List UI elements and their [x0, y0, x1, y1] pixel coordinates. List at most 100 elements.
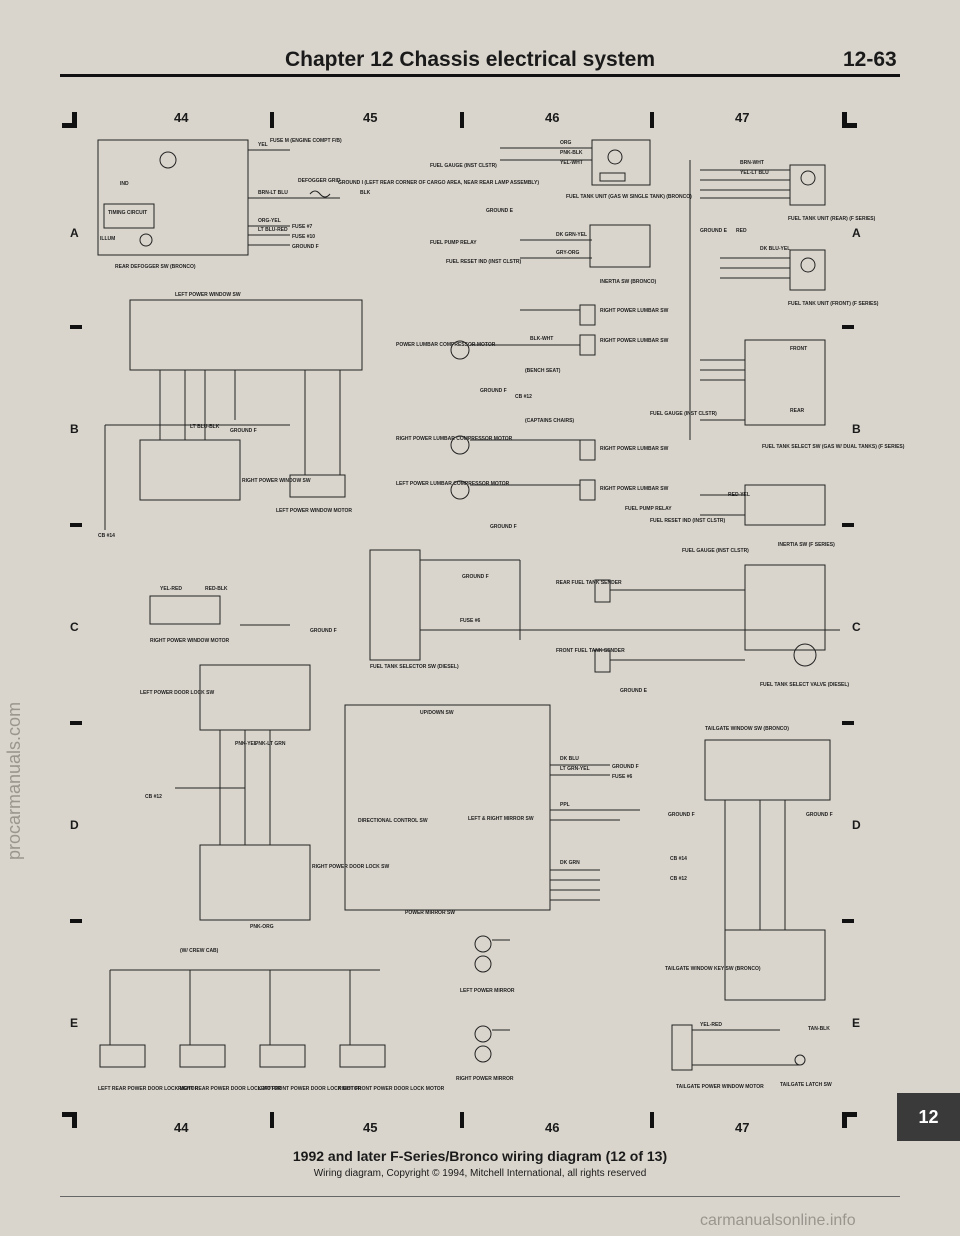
label-left-front-lock-motor: LEFT FRONT POWER DOOR LOCK MOTOR: [258, 1086, 362, 1092]
row-a-right: A: [852, 226, 861, 240]
label-fuse-m: FUSE M (ENGINE COMPT F/B): [270, 138, 342, 144]
row-d-left: D: [70, 818, 79, 832]
label-fuse-7: FUSE #7: [292, 224, 313, 230]
wire-label: RED: [736, 228, 747, 234]
label-fuel-reset-ind-47: FUEL RESET IND (INST CLSTR): [650, 518, 726, 524]
label-up-down-sw: UP/DOWN SW: [420, 710, 454, 716]
label-fuel-tank-unit-rear: FUEL TANK UNIT (REAR) (F SERIES): [788, 216, 876, 222]
label-ind: IND: [120, 181, 129, 187]
label-ground-f-d47b: GROUND F: [806, 812, 833, 818]
label-left-rear-lock-motor: LEFT REAR POWER DOOR LOCK MOTOR: [98, 1086, 199, 1092]
column-47-bottom: 47: [735, 1120, 750, 1135]
label-tailgate-latch-sw: TAILGATE LATCH SW: [780, 1082, 832, 1088]
label-fuel-tank-unit-front: FUEL TANK UNIT (FRONT) (F SERIES): [788, 301, 879, 307]
power-window-circuit: [104, 299, 363, 530]
label-fuel-gauge-c47: FUEL GAUGE (INST CLSTR): [682, 548, 749, 554]
fuel-tank-unit-bronco: [500, 139, 651, 268]
label-left-power-mirror: LEFT POWER MIRROR: [460, 988, 515, 994]
label-rear-fuel-tank-sender: REAR FUEL TANK SENDER: [556, 580, 622, 586]
label-directional-control-sw: DIRECTIONAL CONTROL SW: [358, 818, 428, 824]
label-inertia-sw-46: INERTIA SW (BRONCO): [600, 279, 657, 285]
fuel-tank-select-circuit: [700, 339, 826, 526]
label-right-rear-lock-motor: RIGHT REAR POWER DOOR LOCK MOTOR: [178, 1086, 282, 1092]
label-left-power-window-sw: LEFT POWER WINDOW SW: [175, 292, 241, 298]
label-defogger-grid: DEFOGGER GRID: [298, 178, 341, 184]
label-power-mirror-sw: POWER MIRROR SW: [405, 910, 455, 916]
label-fuel-tank-unit-46: FUEL TANK UNIT (GAS W/ SINGLE TANK) (BRO…: [566, 194, 692, 200]
label-tailgate-power-window-motor: TAILGATE POWER WINDOW MOTOR: [676, 1084, 764, 1090]
column-46: 46: [545, 110, 560, 125]
label-right-power-lumbar-sw-1: RIGHT POWER LUMBAR SW: [600, 308, 669, 314]
wire-label: ORG-YEL: [258, 218, 281, 224]
label-rear-defogger-sw: REAR DEFOGGER SW (BRONCO): [115, 264, 196, 270]
tailgate-circuit: [671, 739, 831, 1071]
label-ground-e-47: GROUND E: [700, 228, 728, 234]
wire-label: DK GRN-YEL: [556, 232, 587, 238]
wire-label: PNK-YEL: [235, 741, 257, 747]
label-right-power-lumbar-sw-4: RIGHT POWER LUMBAR SW: [600, 486, 669, 492]
label-left-right-mirror-sw: LEFT & RIGHT MIRROR SW: [468, 816, 534, 822]
label-fuel-tank-select-sw: FUEL TANK SELECT SW (GAS W/ DUAL TANKS) …: [762, 444, 905, 450]
label-left-power-lumbar-compressor: LEFT POWER LUMBAR COMPRESSOR MOTOR: [396, 481, 510, 487]
component-labels: REAR DEFOGGER SW (BRONCO)TIMING CIRCUITI…: [98, 138, 905, 1092]
label-tailgate-window-sw: TAILGATE WINDOW SW (BRONCO): [705, 726, 789, 732]
row-c-left: C: [70, 620, 79, 634]
diagram-caption: 1992 and later F-Series/Bronco wiring di…: [292, 1148, 668, 1164]
column-44-bottom: 44: [174, 1120, 189, 1135]
label-bench-seat: (BENCH SEAT): [525, 368, 561, 374]
label-rear-47: REAR: [790, 408, 805, 414]
wire-label: YEL-LT BLU: [740, 170, 769, 176]
label-right-power-lumbar-compressor: RIGHT POWER LUMBAR COMPRESSOR MOTOR: [396, 436, 513, 442]
label-front-fuel-tank-sender: FRONT FUEL TANK SENDER: [556, 648, 625, 654]
label-right-power-lumbar-sw-2: RIGHT POWER LUMBAR SW: [600, 338, 669, 344]
label-fuel-gauge-46: FUEL GAUGE (INST CLSTR): [430, 163, 497, 169]
label-right-power-door-lock-sw: RIGHT POWER DOOR LOCK SW: [312, 864, 390, 870]
wire-label: PNK-LT GRN: [255, 741, 286, 747]
label-fuel-pump-relay-47: FUEL PUMP RELAY: [625, 506, 672, 512]
label-fuse-6-c: FUSE #6: [460, 618, 481, 624]
label-fuse-10: FUSE #10: [292, 234, 315, 240]
wire-label: RED-YEL: [728, 492, 750, 498]
label-ground-e-46: GROUND E: [486, 208, 514, 214]
label-ground-f-c: GROUND F: [310, 628, 337, 634]
label-ground-f-d47a: GROUND F: [668, 812, 695, 818]
wire-label: BRN-WHT: [740, 160, 764, 166]
footer-rule: [60, 1196, 900, 1197]
chapter-tab: 12: [897, 1093, 960, 1141]
wire-label: PNK-ORG: [250, 924, 274, 930]
label-captains-chairs: (CAPTAINS CHAIRS): [525, 418, 574, 424]
label-right-power-window-sw: RIGHT POWER WINDOW SW: [242, 478, 311, 484]
row-d-right: D: [852, 818, 861, 832]
label-cb12-d: CB #12: [145, 794, 162, 800]
row-b-right: B: [852, 422, 861, 436]
column-44: 44: [174, 110, 189, 125]
column-45: 45: [363, 110, 378, 125]
label-cb12-d47: CB #12: [670, 876, 687, 882]
wire-label: YEL-RED: [160, 586, 182, 592]
power-lumbar-circuit: [450, 304, 596, 501]
wire-label: LT BLU-BLK: [190, 424, 220, 430]
wire-label: DK BLU: [560, 756, 579, 762]
section-c-circuits: [149, 549, 840, 673]
wire-label: PPL: [560, 802, 570, 808]
label-cb14-b: CB #14: [98, 533, 115, 539]
wire-label: GRY-ORG: [556, 250, 580, 256]
fuel-tank-units-fseries: [689, 160, 826, 440]
label-right-power-window-motor: RIGHT POWER WINDOW MOTOR: [150, 638, 229, 644]
label-ground-i: GROUND I (LEFT REAR CORNER OF CARGO AREA…: [338, 180, 539, 186]
wire-label: LT BLU-RED: [258, 227, 288, 233]
row-b-left: B: [70, 422, 79, 436]
label-right-power-lumbar-sw-3: RIGHT POWER LUMBAR SW: [600, 446, 669, 452]
column-46-bottom: 46: [545, 1120, 560, 1135]
label-inertia-sw-47: INERTIA SW (F SERIES): [778, 542, 835, 548]
wire-label: DK GRN: [560, 860, 580, 866]
copyright-notice: Wiring diagram, Copyright © 1994, Mitche…: [313, 1168, 647, 1179]
door-lock-circuit: [99, 664, 386, 1068]
label-cb14-d: CB #14: [670, 856, 687, 862]
label-left-power-window-motor: LEFT POWER WINDOW MOTOR: [276, 508, 352, 514]
wire-label: RED-BLK: [205, 586, 228, 592]
wire-label: TAN-BLK: [808, 1026, 830, 1032]
label-left-power-door-lock-sw: LEFT POWER DOOR LOCK SW: [140, 690, 214, 696]
